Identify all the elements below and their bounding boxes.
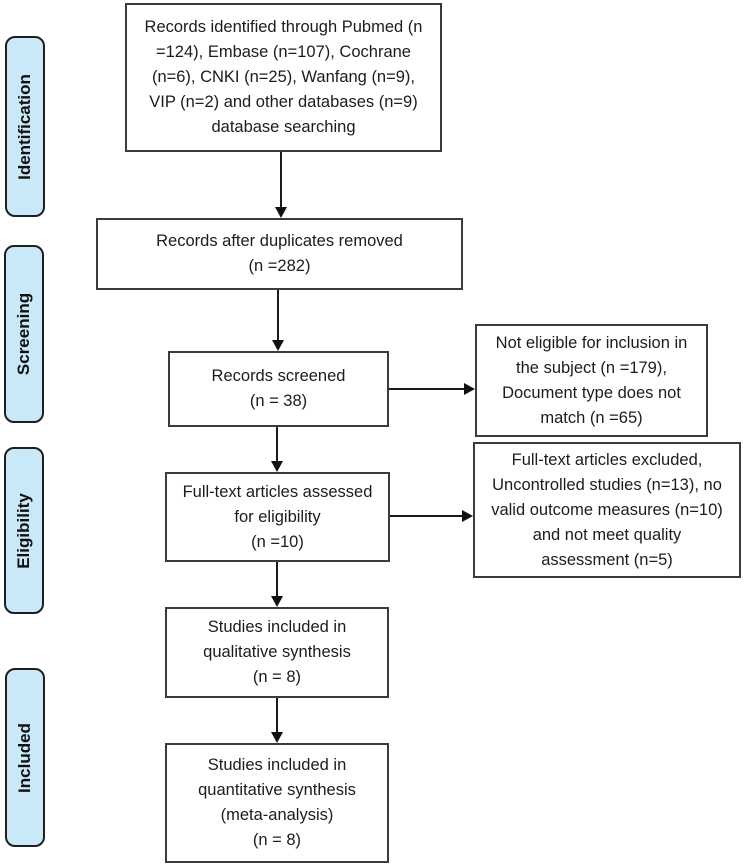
phase-label-identification-text: Identification bbox=[15, 73, 34, 180]
down-arrow-icon-qualitative-to-quantitative bbox=[271, 698, 283, 743]
box-excluded-fulltext: Full-text articles excluded, Uncontrolle… bbox=[473, 442, 741, 578]
box-records-identified: Records identified through Pubmed (n =12… bbox=[125, 3, 442, 152]
box-quantitative-synthesis: Studies included in quantitative synthes… bbox=[165, 743, 389, 863]
box-qualitative-synthesis: Studies included in qualitative synthesi… bbox=[165, 607, 389, 698]
phase-label-included-text: Included bbox=[15, 722, 34, 793]
phase-label-eligibility: Eligibility bbox=[4, 447, 44, 614]
phase-label-screening: Screening bbox=[4, 245, 44, 423]
right-arrow-icon-fulltext-to-excluded bbox=[390, 510, 473, 522]
right-arrow-icon-screened-to-excluded bbox=[389, 383, 475, 395]
phase-label-included: Included bbox=[5, 668, 45, 847]
phase-label-eligibility-text: Eligibility bbox=[14, 492, 33, 569]
down-arrow-icon-fulltext-to-qualitative bbox=[271, 562, 283, 607]
phase-label-screening-text: Screening bbox=[14, 292, 34, 376]
box-fulltext-assessed: Full-text articles assessed for eligibil… bbox=[165, 472, 390, 562]
down-arrow-icon-screened-to-fulltext bbox=[271, 427, 283, 472]
phase-label-identification: Identification bbox=[5, 36, 45, 217]
box-excluded-screening: Not eligible for inclusion in the subjec… bbox=[475, 324, 708, 437]
down-arrow-icon-identified-to-duplicates bbox=[275, 152, 287, 218]
box-records-screened: Records screened (n = 38) bbox=[168, 351, 389, 427]
box-duplicates-removed: Records after duplicates removed (n =282… bbox=[96, 218, 463, 290]
down-arrow-icon-duplicates-to-screened bbox=[272, 290, 284, 351]
